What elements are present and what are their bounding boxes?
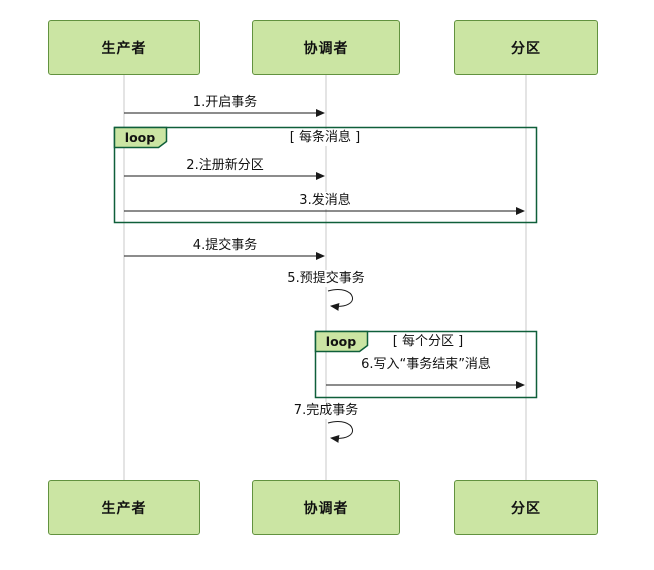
message-6-label: 6.写入“事务结束”消息 — [358, 356, 494, 373]
message-4-label: 4.提交事务 — [189, 237, 261, 254]
message-7-self-arrow — [327, 421, 353, 443]
loop-operator-label: loop — [124, 130, 156, 145]
participant-partition-bottom: 分区 — [454, 480, 598, 535]
participant-coordinator-top: 协调者 — [252, 20, 400, 75]
participant-coordinator-bottom: 协调者 — [252, 480, 400, 535]
message-2-label: 2.注册新分区 — [183, 157, 267, 174]
message-1-label: 1.开启事务 — [189, 94, 261, 111]
loop-tab-messages — [113, 126, 168, 149]
message-5-label: 5.预提交事务 — [284, 270, 368, 287]
loop-frame-messages — [113, 126, 538, 224]
message-3-label: 3.发消息 — [296, 192, 354, 209]
loop-condition-label: [ 每个分区 ] — [390, 333, 466, 350]
message-7-label: 7.完成事务 — [290, 402, 362, 419]
participant-partition-top: 分区 — [454, 20, 598, 75]
message-5-self-arrow — [327, 289, 353, 311]
participant-label: 分区 — [511, 40, 541, 57]
participant-producer-top: 生产者 — [48, 20, 200, 75]
loop-tab-partitions — [314, 330, 369, 353]
participant-label: 生产者 — [101, 500, 147, 517]
participant-label: 协调者 — [303, 40, 349, 57]
participant-label: 分区 — [511, 500, 541, 517]
loop-condition-label: [ 每条消息 ] — [287, 129, 363, 146]
loop-frame-partitions — [314, 330, 538, 399]
participant-producer-bottom: 生产者 — [48, 480, 200, 535]
participant-label: 协调者 — [303, 500, 349, 517]
loop-operator-label: loop — [325, 334, 357, 349]
participant-label: 生产者 — [101, 40, 147, 57]
